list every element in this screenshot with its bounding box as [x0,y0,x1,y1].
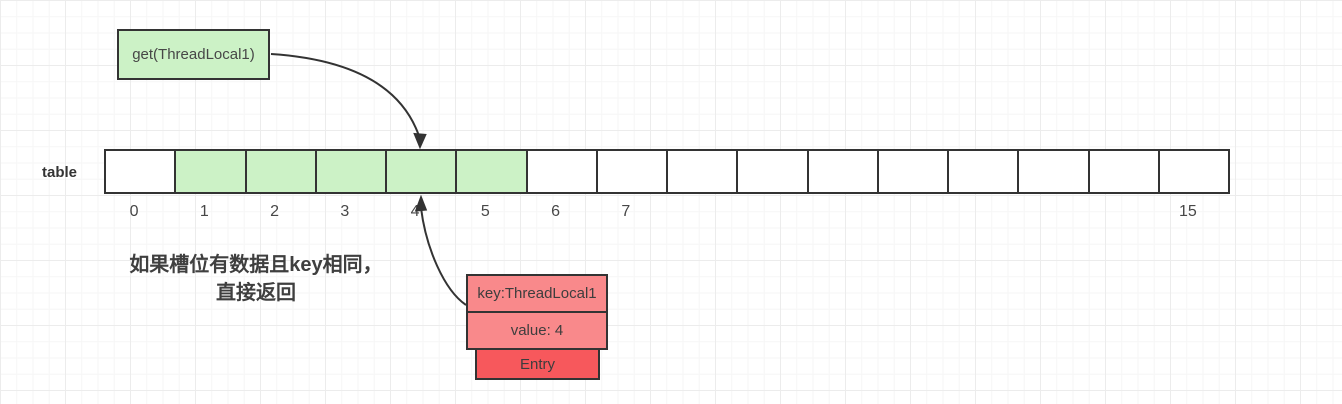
cell-index-label: 1 [199,203,209,220]
entry-value-label: value: 4 [510,322,564,339]
entry-type-label: Entry [519,355,555,373]
entry-type-box: Entry [475,348,600,380]
arrowhead-down-icon [413,132,427,150]
table-cell-6: 6 [527,151,598,220]
entry-value-box: value: 4 [466,311,608,350]
get-call-box: get(ThreadLocal1) [117,29,270,80]
hash-table: 0 1 2 3 4 5 6 7 15 [104,149,1230,220]
table-cell-14 [1089,151,1160,192]
cell-index-label: 3 [340,203,350,220]
table-cell-0: 0 [106,151,177,220]
cell-index-label: 0 [129,203,139,220]
table-cell-4: 4 [387,151,458,220]
table-cell-2: 2 [246,151,317,220]
cell-index-label: 6 [551,203,561,220]
annotation-line2: 直接返回 [216,282,296,304]
table-cell-9 [738,151,809,192]
cell-index-label: 2 [270,203,280,220]
cell-index-label: 15 [1178,203,1197,220]
table-cell-3: 3 [316,151,387,220]
entry-to-slot4-connector [420,207,467,306]
table-cell-10 [808,151,879,192]
table-cell-1: 1 [176,151,247,220]
table-cell-15: 15 [1159,151,1228,220]
annotation-line1: 如果槽位有数据且key相同， [129,254,383,276]
get-call-label: get(ThreadLocal1) [132,46,255,63]
table-cell-8 [668,151,739,192]
entry-key-label: key:ThreadLocal1 [477,285,597,302]
table-cell-12 [949,151,1020,192]
table-cell-11 [878,151,949,192]
table-cell-13 [1019,151,1090,192]
table-cell-5: 5 [457,151,528,220]
cell-index-label: 5 [480,203,490,220]
entry-key-box: key:ThreadLocal1 [466,274,608,313]
cell-index-label: 7 [621,203,631,220]
cell-index-label: 4 [410,203,420,220]
annotation-text: 如果槽位有数据且key相同， 直接返回 [116,251,396,307]
table-cell-7: 7 [597,151,668,220]
get-to-slot4-connector [270,53,420,137]
table-label: table [41,164,77,181]
